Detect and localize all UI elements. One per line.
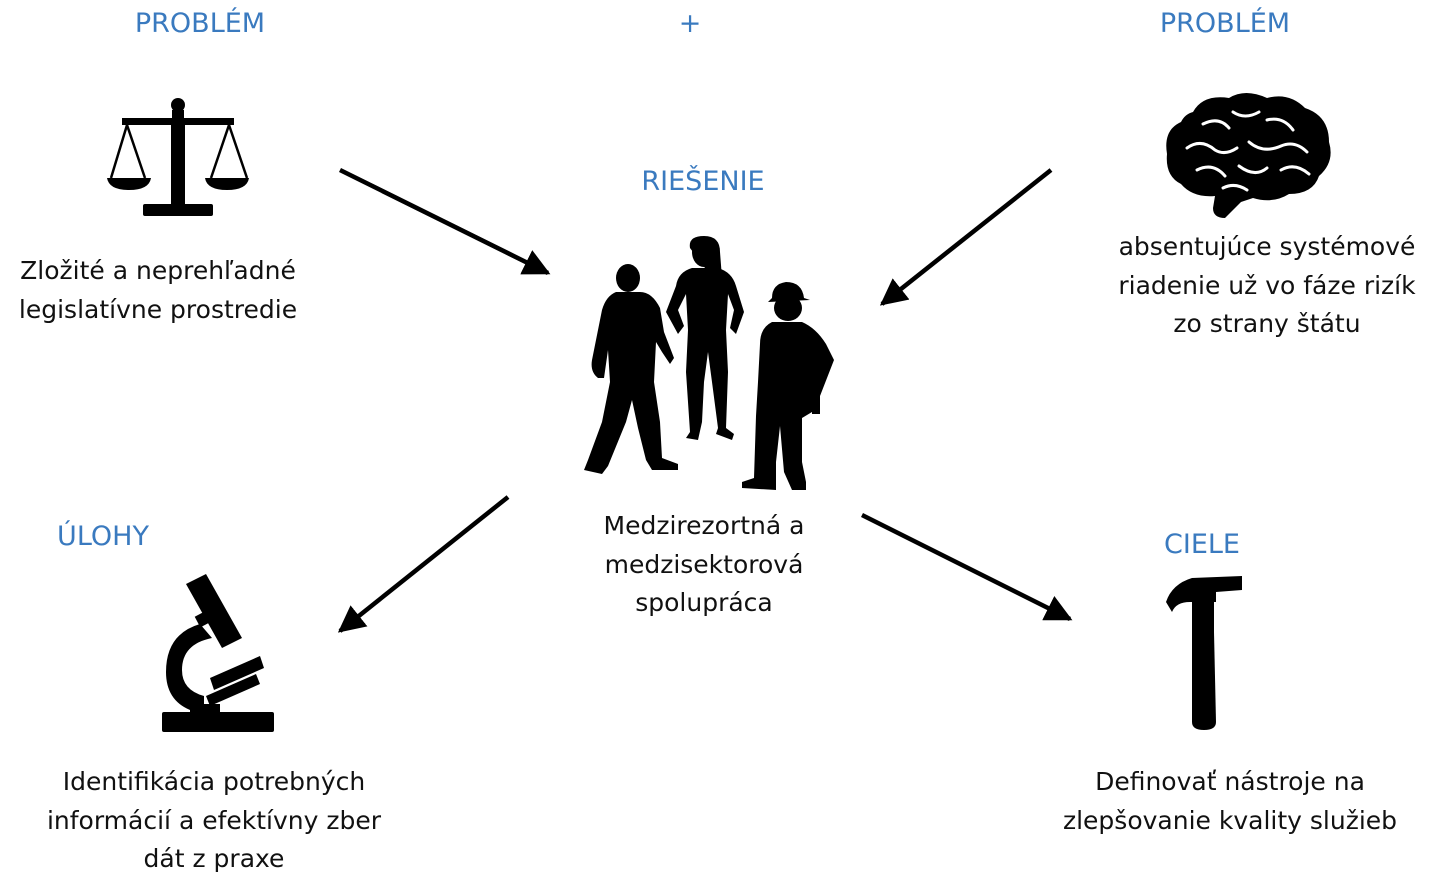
goals-line-2: zlepšovanie kvality služieb [1062,805,1398,835]
goals-description: Definovať nástroje na zlepšovanie kvalit… [1063,763,1397,840]
hammer-icon [1166,576,1242,730]
brain-icon [1166,93,1331,218]
arrow-solution-to-tasks [337,495,510,633]
problem-left-line-1: Zložité a neprehľadné [20,256,296,285]
problem-right-description: absentujúce systémové riadenie už vo fáz… [1118,228,1415,344]
solution-heading: RIEŠENIE [641,166,765,197]
problem-right-line-3: zo strany štátu [1173,309,1361,338]
problem-right-line-2: riadenie už vo fáze rizík [1118,270,1416,300]
tasks-line-2: informácií a efektívny zber [46,805,382,835]
tasks-description: Identifikácia potrebných informácií a ef… [47,763,381,879]
solution-description: Medzirezortná a medzisektorová spoluprác… [604,507,805,623]
goals-heading: CIELE [1164,529,1240,560]
problem-left-heading: PROBLÉM [134,8,266,39]
arrow-problem-right-to-solution [879,168,1053,306]
solution-line-3: spolupráca [635,588,773,617]
problem-left-description: Zložité a neprehľadné legislatívne prost… [19,252,297,329]
tasks-line-3: dát z praxe [143,844,285,873]
tasks-heading: ÚLOHY [57,521,149,552]
arrow-solution-to-goals [860,512,1073,622]
solution-line-2: medzisektorová [604,549,804,579]
goals-line-1: Definovať nástroje na [1095,767,1365,796]
arrow-problem-left-to-solution [339,167,551,276]
scales-of-justice-icon [107,98,249,216]
standing-woman-icon [666,236,744,440]
problem-left-line-2: legislatívne prostredie [18,294,298,324]
worker-icon [742,282,834,490]
walking-man-icon [584,264,678,474]
plus-sign: + [678,8,702,39]
problem-right-heading: PROBLÉM [1159,8,1291,39]
people-group-icon [584,236,834,490]
problem-right-line-1: absentujúce systémové [1118,232,1416,261]
tasks-line-1: Identifikácia potrebných [62,767,366,796]
solution-line-1: Medzirezortná a [603,511,805,540]
microscope-icon [162,574,274,732]
